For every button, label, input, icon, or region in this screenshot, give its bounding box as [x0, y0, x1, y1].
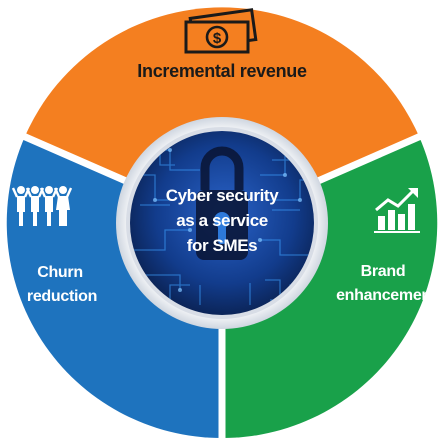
- segment-right-label-line-2: enhancement: [336, 287, 437, 304]
- segment-top-incremental-revenue: [24, 7, 420, 224]
- center-title-line-1: Cyber security: [166, 186, 279, 205]
- segment-left-label-line-1: Churn: [37, 264, 83, 281]
- center-title: Cyber security as a service for SMEs: [166, 186, 280, 255]
- segment-left-label-line-2: reduction: [27, 288, 97, 305]
- center-title-line-2: as a service: [176, 211, 268, 230]
- svg-text:$: $: [213, 30, 222, 47]
- center-title-line-3: for SMEs: [187, 236, 257, 255]
- money-bill-icon: $: [184, 8, 258, 54]
- people-cheering-icon: [11, 186, 73, 226]
- segment-top-label: Incremental revenue: [137, 61, 307, 81]
- growth-chart-icon: [374, 188, 420, 233]
- lock-icon: [196, 146, 248, 260]
- segment-right-label-line-1: Brand: [361, 263, 406, 280]
- center-circuit-image: [130, 131, 314, 315]
